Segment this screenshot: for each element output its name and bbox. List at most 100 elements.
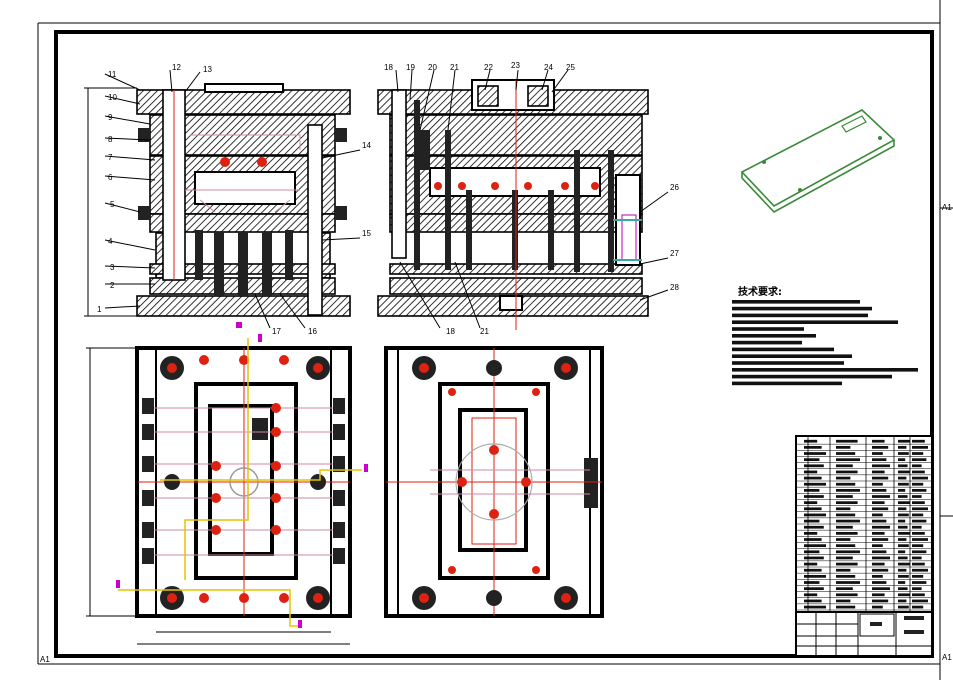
bom-cell (872, 476, 889, 480)
svg-text:18: 18 (384, 63, 393, 72)
bom-table (796, 436, 932, 612)
bom-cell (804, 605, 826, 609)
bom-cell (836, 525, 853, 529)
bom-cell (872, 501, 885, 505)
bom-cell (912, 605, 924, 609)
bom-cell (836, 445, 851, 449)
bom-cell (804, 562, 818, 566)
bom-cell (898, 458, 906, 462)
bom-cell (912, 550, 927, 554)
tech-requirement-lines (732, 300, 918, 386)
bom-cell (872, 519, 887, 523)
tech-requirement-line (732, 306, 872, 311)
plan-left-side-blocks (142, 398, 345, 564)
bom-cell (898, 488, 906, 492)
svg-text:10: 10 (108, 93, 117, 102)
bom-cell (872, 525, 890, 529)
plan-left-holes (160, 355, 330, 610)
bom-cell (804, 550, 820, 554)
front-section-view (84, 69, 361, 329)
bom-cell (912, 544, 924, 548)
bom-cell (804, 495, 824, 498)
bom-cell (898, 562, 910, 566)
svg-text:9: 9 (108, 113, 113, 122)
bom-cell (804, 452, 826, 455)
svg-text:27: 27 (670, 249, 679, 258)
bom-cell (872, 458, 887, 462)
bom-cell (912, 470, 925, 474)
tech-requirement-line (732, 327, 804, 331)
tech-requirement-line (732, 300, 860, 304)
bom-cell (836, 464, 853, 468)
bom-cell (804, 464, 824, 468)
svg-text:3: 3 (110, 263, 115, 272)
bom-cell (836, 458, 860, 462)
bom-cell (898, 568, 907, 572)
bom-cell (898, 525, 908, 529)
bom-cell (836, 550, 860, 554)
bom-cell (872, 445, 889, 449)
bom-cell (898, 445, 907, 449)
bom-cell (912, 482, 924, 486)
bom-cell (898, 501, 910, 505)
bom-cell (912, 587, 922, 591)
bom-cell (872, 544, 883, 548)
bom-cell (804, 439, 818, 443)
bom-cell (836, 501, 858, 505)
side-section-view (377, 69, 669, 330)
bom-cell (912, 538, 928, 541)
svg-text:21: 21 (480, 327, 489, 336)
bom-cell (836, 593, 858, 597)
bom-cell (836, 581, 860, 584)
bom-cell (912, 525, 922, 529)
bom-cell (872, 605, 883, 609)
bom-cell (836, 452, 856, 455)
bom-cell (804, 568, 822, 572)
bom-cell (898, 464, 908, 468)
plan-view-moving-half (86, 322, 368, 645)
bom-cell (836, 562, 858, 566)
bom-cell (898, 538, 907, 541)
bom-cell (912, 574, 924, 578)
bom-cell (804, 544, 826, 548)
svg-text:4: 4 (108, 237, 113, 246)
bom-cell (912, 556, 922, 560)
bom-cell (872, 531, 885, 535)
bom-cell (898, 476, 907, 480)
svg-text:6: 6 (108, 173, 113, 182)
svg-text:21: 21 (450, 63, 459, 72)
bom-cell (872, 452, 883, 455)
svg-text:12: 12 (172, 63, 181, 72)
corner-mark-right-bottom: A1 (942, 653, 952, 662)
bom-cell (804, 556, 824, 560)
bom-cell (804, 574, 826, 578)
bom-cell (872, 488, 887, 492)
svg-text:15: 15 (362, 229, 371, 238)
bom-cell (872, 513, 883, 517)
bom-cell (804, 525, 824, 529)
svg-text:1: 1 (97, 305, 102, 314)
bom-cell (898, 507, 907, 511)
svg-text:2: 2 (110, 281, 115, 290)
bom-cell (912, 519, 927, 523)
bom-cell (898, 519, 906, 523)
bom-cell (872, 568, 889, 572)
bom-cell (912, 581, 927, 584)
bom-cell (898, 574, 909, 578)
tech-requirement-line (732, 313, 868, 318)
bom-cell (898, 495, 908, 498)
svg-text:16: 16 (308, 327, 317, 336)
bom-cell (804, 599, 822, 603)
svg-text:5: 5 (110, 200, 115, 209)
bom-cell (804, 458, 820, 462)
bom-cell (872, 538, 889, 541)
bom-cell (804, 470, 818, 474)
tech-requirement-line (732, 361, 844, 365)
bom-cell (872, 550, 887, 554)
svg-text:17: 17 (272, 327, 281, 336)
bom-cell (912, 513, 924, 517)
bom-cell (804, 476, 822, 480)
bom-cell (804, 538, 822, 541)
bom-cell (804, 519, 820, 523)
bom-cell (836, 605, 856, 609)
